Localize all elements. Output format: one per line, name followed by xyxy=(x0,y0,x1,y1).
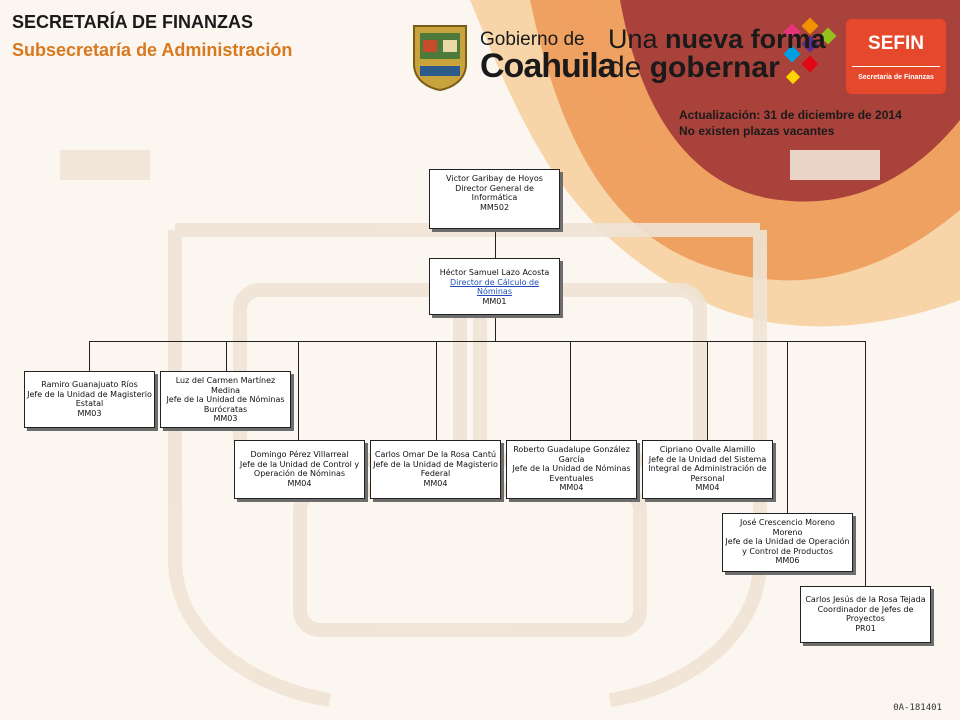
connector-carlos-jesus xyxy=(865,341,866,586)
connector-domingo xyxy=(298,341,299,440)
node-code: MM502 xyxy=(479,202,510,212)
node-position: Jefe de la Unidad de Nóminas Burócratas xyxy=(166,395,285,414)
node-position: Jefe de la Unidad de Magisterio Federal xyxy=(373,459,498,479)
node-position: Jefe de la Unidad de Nóminas Eventuales xyxy=(512,464,631,483)
node-position: Jefe de la Unidad del Sistema Integral d… xyxy=(648,454,767,483)
update-date: Actualización: 31 de diciembre de 2014 xyxy=(679,108,902,122)
sefin-logo: SEFIN Secretaría de Finanzas xyxy=(846,19,946,94)
org-node-nominas-eventuales: Roberto Guadalupe González García Jefe d… xyxy=(506,440,637,499)
node-name: Cipriano Ovalle Alamillo xyxy=(659,445,756,454)
node-name: José Crescencio Moreno Moreno xyxy=(740,518,835,537)
node-code: MM04 xyxy=(423,478,448,488)
lema-text-gobernar: gobernar xyxy=(649,51,780,84)
connector-roberto xyxy=(570,341,571,440)
node-position: Director General de Informática xyxy=(455,183,534,203)
lema-text-de: de xyxy=(608,51,642,84)
connector-ramiro xyxy=(89,341,90,371)
node-name: Luz del Carmen Martínez Medina xyxy=(175,376,276,395)
connector-luz xyxy=(226,341,227,371)
connector-bus-horizontal xyxy=(89,341,866,342)
position-link[interactable]: Director de Cálculo de Nóminas xyxy=(449,277,540,297)
connector-carlos-omar xyxy=(436,341,437,440)
connector-manager-bus xyxy=(495,315,496,341)
node-code: PR01 xyxy=(855,623,876,633)
node-name: Carlos Omar De la Rosa Cantú xyxy=(374,450,497,459)
org-node-sistema-integral: Cipriano Ovalle Alamillo Jefe de la Unid… xyxy=(642,440,773,499)
org-node-magisterio-federal: Carlos Omar De la Rosa Cantú Jefe de la … xyxy=(370,440,501,499)
node-code: MM03 xyxy=(77,408,102,418)
node-code: MM04 xyxy=(559,483,584,492)
node-position: Coordinador de Jefes de Proyectos xyxy=(817,604,914,624)
node-code: MM04 xyxy=(287,478,312,488)
node-code: MM03 xyxy=(213,414,238,423)
node-name: Héctor Samuel Lazo Acosta xyxy=(439,268,550,277)
connector-jose xyxy=(787,341,788,513)
node-code: MM06 xyxy=(775,556,800,565)
node-code: MM01 xyxy=(482,296,507,306)
org-node-coordinador-proyectos: Carlos Jesús de la Rosa Tejada Coordinad… xyxy=(800,586,931,643)
node-name: Carlos Jesús de la Rosa Tejada xyxy=(805,595,926,604)
node-position: Jefe de la Unidad de Control y Operación… xyxy=(239,459,360,479)
update-info: Actualización: 31 de diciembre de 2014 N… xyxy=(679,107,902,139)
lema-logo: Una nueva forma de gobernar xyxy=(608,26,826,83)
gobierno-logo-big-text: Coahuila xyxy=(480,47,617,85)
document-code: 0A-181401 xyxy=(893,703,942,713)
gobierno-coahuila-logo: Gobierno de Coahuila xyxy=(480,29,617,85)
node-code: MM04 xyxy=(695,483,720,492)
lema-text-una: Una xyxy=(608,24,658,54)
node-name: Victor Garibay de Hoyos xyxy=(446,174,543,183)
org-node-director-calculo-nominas: Héctor Samuel Lazo Acosta Director de Cá… xyxy=(429,258,560,315)
sefin-logo-subtitle: Secretaría de Finanzas xyxy=(858,74,934,81)
gobierno-logo-small-text: Gobierno de xyxy=(480,29,585,50)
page-title: SECRETARÍA DE FINANZAS xyxy=(12,12,254,32)
org-node-magisterio-estatal: Ramiro Guanajuato Ríos Jefe de la Unidad… xyxy=(24,371,155,428)
connector-cipriano xyxy=(707,341,708,440)
org-node-operacion-control-productos: José Crescencio Moreno Moreno Jefe de la… xyxy=(722,513,853,572)
page-subtitle: Subsecretaría de Administración xyxy=(12,40,293,60)
node-name: Roberto Guadalupe González García xyxy=(513,445,630,464)
connector-director-manager xyxy=(495,229,496,258)
node-name: Domingo Pérez Villarreal xyxy=(250,450,349,459)
node-position: Jefe de la Unidad de Magisterio Estatal xyxy=(27,389,152,409)
org-node-nominas-burocratas: Luz del Carmen Martínez Medina Jefe de l… xyxy=(160,371,291,428)
node-name: Ramiro Guanajuato Ríos xyxy=(41,380,138,389)
sefin-logo-title: SEFIN xyxy=(868,33,924,54)
org-node-control-operacion-nominas: Domingo Pérez Villarreal Jefe de la Unid… xyxy=(234,440,365,499)
lema-text-nueva: nueva forma xyxy=(665,24,826,54)
vacancy-note: No existen plazas vacantes xyxy=(679,124,835,138)
sefin-logo-divider xyxy=(852,66,940,67)
org-node-director-general: Victor Garibay de Hoyos Director General… xyxy=(429,169,560,229)
node-position: Jefe de la Unidad de Operación y Control… xyxy=(725,537,850,556)
